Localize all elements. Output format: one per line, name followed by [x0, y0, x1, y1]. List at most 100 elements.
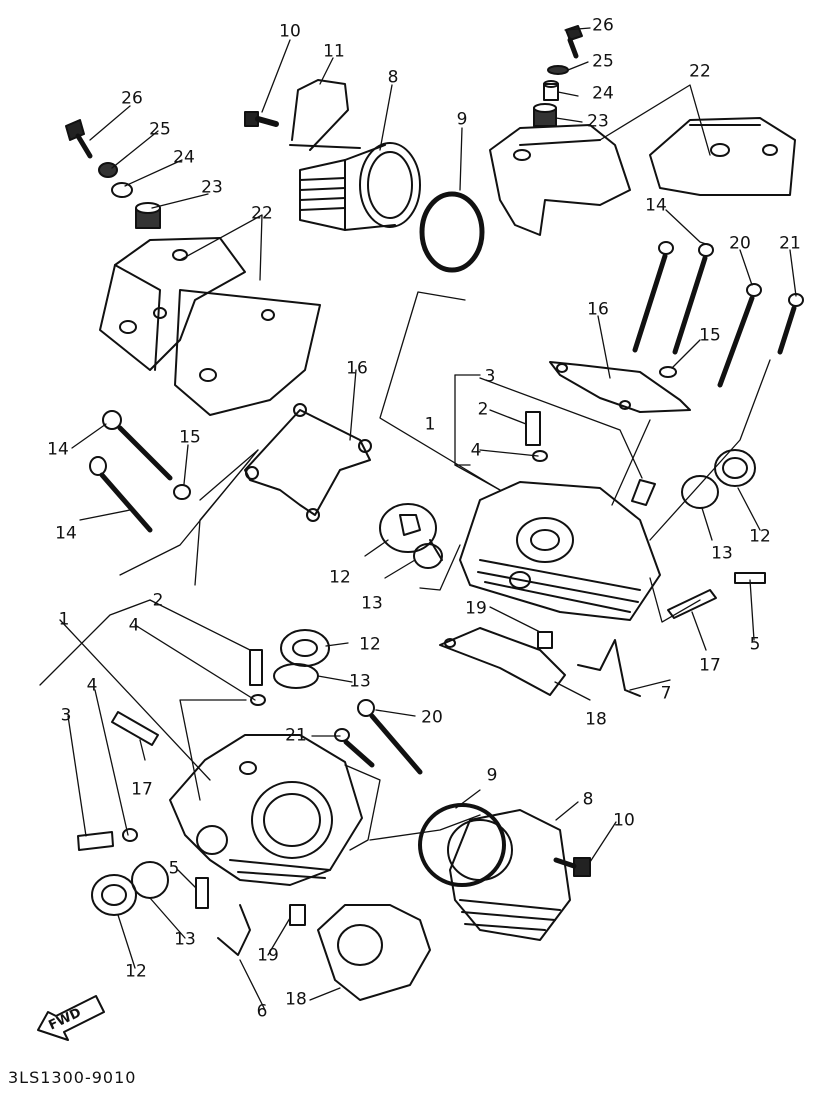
callout-13: 13: [361, 593, 383, 614]
callout-6: 6: [256, 1001, 268, 1022]
callout-10: 10: [279, 21, 301, 42]
callout-23: 23: [587, 111, 609, 132]
spark-plug-17-right: [667, 589, 717, 619]
washer-25-top-right: [547, 65, 569, 75]
callout-16: 16: [587, 299, 609, 320]
cylinder-8-top: [299, 142, 421, 231]
callout-14: 14: [645, 195, 667, 216]
bolt-21-right: [777, 293, 804, 355]
pipe-7-right: [577, 639, 641, 697]
callout-1: 1: [58, 609, 70, 630]
grommet-24-top-right: [543, 80, 559, 101]
callout-7: 7: [660, 683, 672, 704]
callout-25: 25: [149, 119, 171, 140]
bolt-20-right: [717, 283, 762, 388]
pipe-6-left: [217, 904, 251, 956]
callout-21: 21: [285, 725, 307, 746]
o-ring-13-right-a: [413, 543, 443, 569]
bracket-16-left: [244, 403, 372, 522]
cylinder-head-right: [459, 481, 661, 621]
callout-2: 2: [152, 590, 164, 611]
bolt-14-left-b: [89, 456, 153, 533]
bolt-14-left-a: [102, 410, 173, 481]
o-ring-13-right-b: [681, 475, 719, 509]
callout-12: 12: [359, 634, 381, 655]
callout-4: 4: [470, 440, 482, 461]
callout-26: 26: [592, 15, 614, 36]
callout-22: 22: [251, 203, 273, 224]
grommet-23-top-right: [533, 103, 557, 127]
callout-19: 19: [257, 945, 279, 966]
washer-25-top-left: [98, 162, 118, 178]
callout-13: 13: [174, 929, 196, 950]
callout-5: 5: [749, 634, 761, 655]
cylinder-head-cover-22-top-right-b: [649, 117, 796, 196]
callout-18: 18: [285, 989, 307, 1010]
clip-4-left-b: [122, 828, 138, 842]
callout-14: 14: [47, 439, 69, 460]
callout-13: 13: [711, 543, 733, 564]
grommet-24-top-left: [111, 182, 133, 198]
callout-23: 23: [201, 177, 223, 198]
callout-19: 19: [465, 598, 487, 619]
cap-12-left-b: [91, 874, 137, 916]
callout-11: 11: [323, 41, 345, 62]
callout-4: 4: [86, 675, 98, 696]
callout-12: 12: [749, 526, 771, 547]
callout-13: 13: [349, 671, 371, 692]
callout-3: 3: [484, 366, 496, 387]
callout-12: 12: [125, 961, 147, 982]
callout-1: 1: [424, 414, 436, 435]
bolt-21-left: [334, 728, 375, 768]
o-ring-9-top: [419, 191, 485, 273]
callout-16: 16: [346, 358, 368, 379]
callout-15: 15: [699, 325, 721, 346]
callout-8: 8: [582, 789, 594, 810]
callout-4: 4: [128, 615, 140, 636]
callout-26: 26: [121, 88, 143, 109]
stud-5-left: [195, 877, 209, 909]
bolt-26-top-left: [65, 119, 93, 159]
cylinder-head-cover-22-top-right-a: [489, 124, 631, 236]
cylinder-8-bottom: [447, 809, 571, 941]
bolt-20-left: [357, 699, 423, 775]
gasket-18-right: [439, 627, 566, 696]
callout-20: 20: [421, 707, 443, 728]
bolt-10-bottom: [553, 857, 591, 877]
valve-guide-3-left: [77, 831, 114, 851]
callout-21: 21: [779, 233, 801, 254]
stud-5-right: [734, 572, 766, 584]
callout-8: 8: [387, 67, 399, 88]
callout-17: 17: [699, 655, 721, 676]
washer-15-right: [659, 366, 677, 378]
bolt-26-top-right: [565, 25, 583, 59]
o-ring-13-left-b: [131, 861, 169, 899]
bracket-16-right: [549, 361, 691, 413]
cap-12-left-a: [280, 629, 330, 667]
valve-guide-2-left: [249, 649, 263, 686]
diagram-code: 3LS1300-9010: [8, 1068, 137, 1087]
callout-15: 15: [179, 427, 201, 448]
callout-24: 24: [592, 83, 614, 104]
clip-4-left-a: [250, 694, 266, 706]
callout-9: 9: [486, 765, 498, 786]
bolt-10-top: [244, 111, 279, 127]
valve-guide-2-right: [525, 411, 541, 446]
cylinder-head-left: [169, 734, 363, 886]
callout-12: 12: [329, 567, 351, 588]
cap-12-right-a: [379, 503, 443, 561]
callout-18: 18: [585, 709, 607, 730]
leader-lines: [39, 27, 797, 1011]
callout-2: 2: [477, 399, 489, 420]
callout-10: 10: [613, 810, 635, 831]
dowel-19-left: [289, 904, 306, 926]
o-ring-13-left-a: [273, 663, 319, 689]
spark-plug-17-left: [111, 711, 159, 746]
callout-24: 24: [173, 147, 195, 168]
callout-9: 9: [456, 109, 468, 130]
o-ring-9-bottom: [418, 803, 506, 887]
callout-22: 22: [689, 61, 711, 82]
callout-20: 20: [729, 233, 751, 254]
pipe-11-top: [289, 79, 361, 151]
